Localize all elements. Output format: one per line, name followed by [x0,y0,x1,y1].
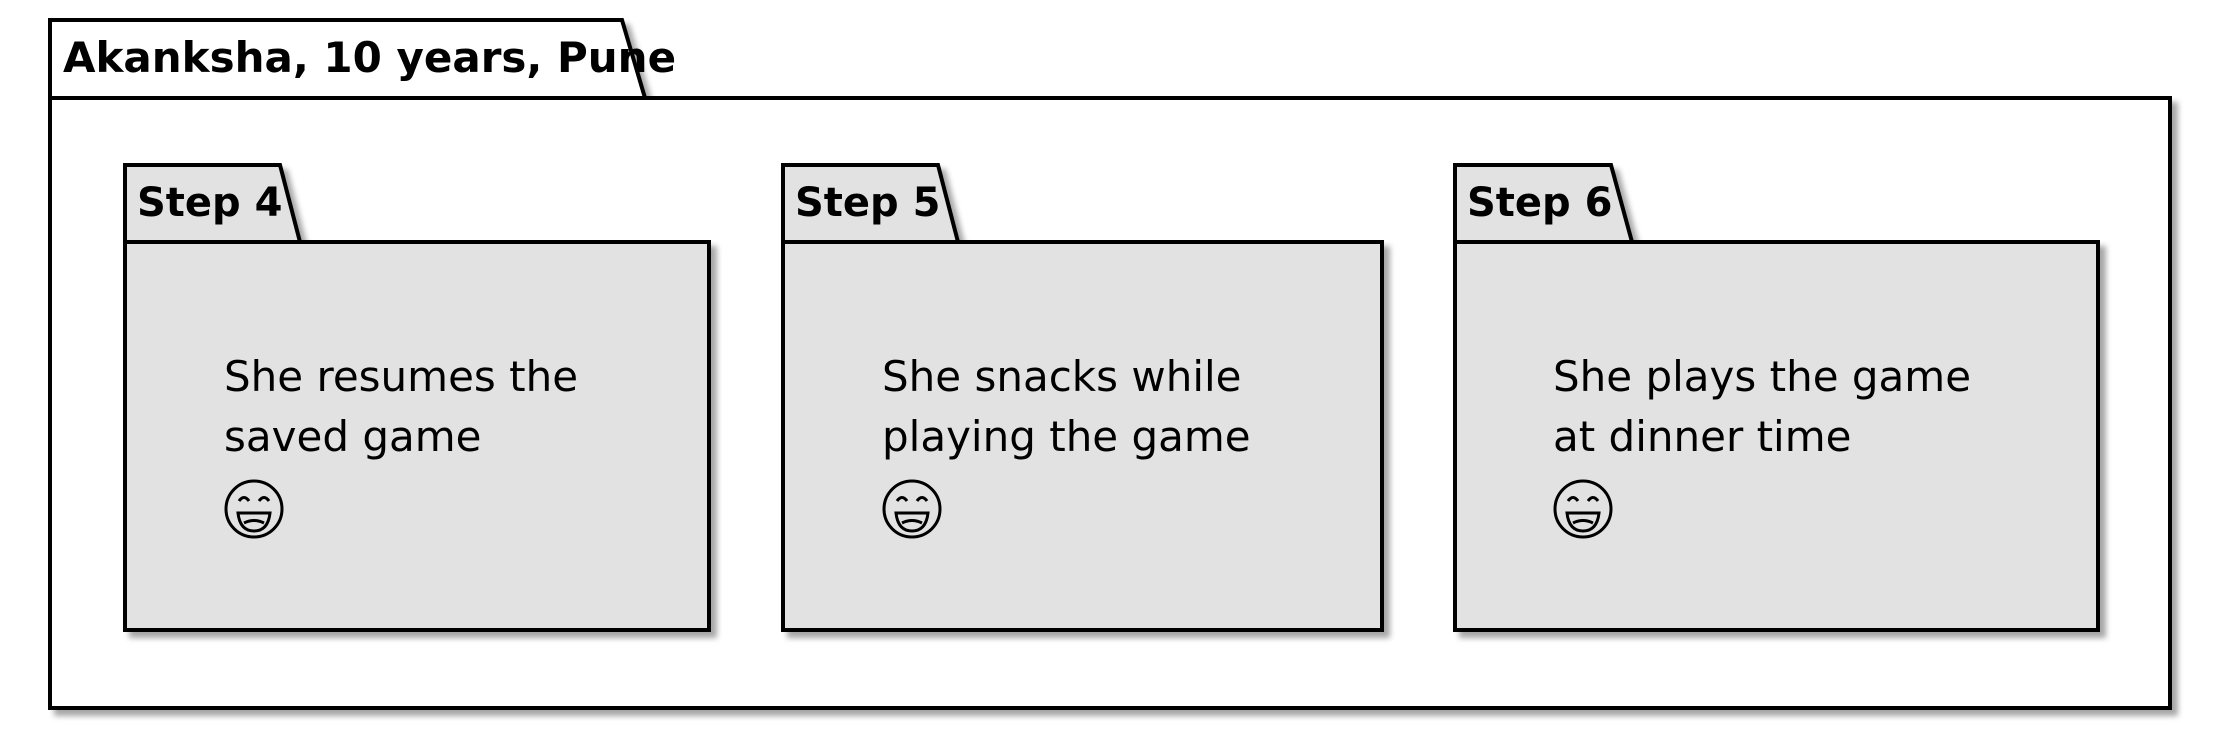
step-description-line-2: at dinner time [1553,412,1851,461]
step-package: Step 6 She plays the game at dinner time [1453,163,2100,632]
smiling-face-icon [224,479,284,539]
step-description-line-1: She resumes the [224,352,578,401]
step-package: Step 5 She snacks while playing the game [781,163,1384,632]
step-description-line-2: playing the game [882,412,1251,461]
smiling-face-icon [882,479,942,539]
step-body [123,240,711,632]
step-description-line-1: She snacks while [882,352,1242,401]
smiling-face-icon [1553,479,1613,539]
step-package: Step 4 She resumes the saved game [123,163,711,632]
step-title: Step 4 [137,180,282,226]
step-title: Step 5 [795,180,940,226]
step-body [781,240,1384,632]
step-description-line-2: saved game [224,412,481,461]
step-body [1453,240,2100,632]
step-title: Step 6 [1467,180,1612,226]
package-title: Akanksha, 10 years, Pune [63,33,676,82]
step-description-line-1: She plays the game [1553,352,1971,401]
